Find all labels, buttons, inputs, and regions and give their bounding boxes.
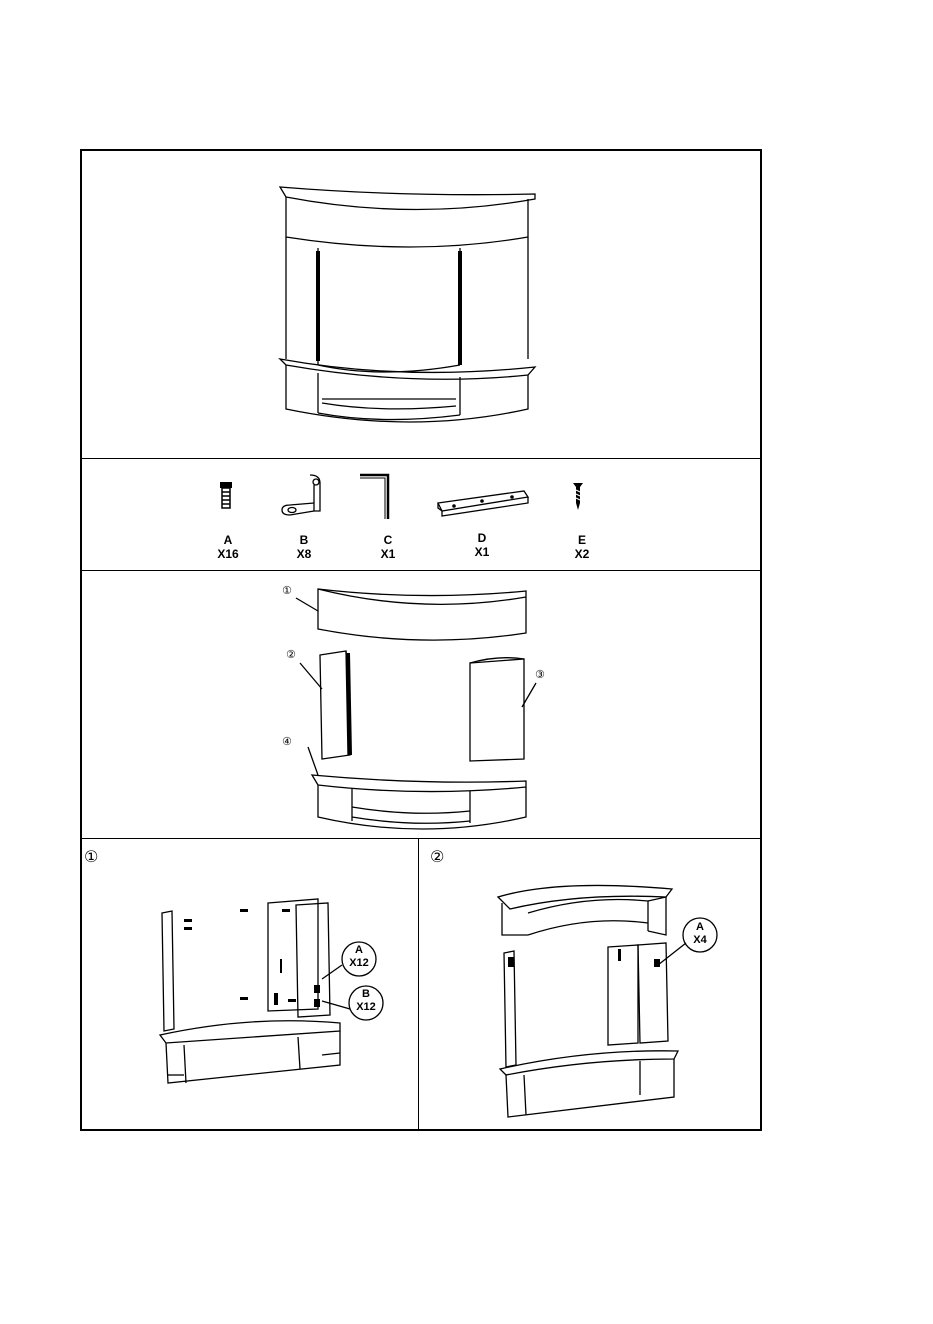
panel-callout-1: ① [282, 584, 292, 597]
l-bracket-icon [280, 473, 328, 519]
part-letter: A [198, 533, 258, 547]
assembly-steps: ① ② [82, 839, 760, 1131]
screw-icon [572, 481, 584, 511]
callout-quantity: X12 [346, 1001, 386, 1014]
panel-callout-2: ② [286, 648, 296, 661]
callout-letter: A [680, 921, 720, 934]
part-b-label: B X8 [274, 533, 334, 561]
part-letter: B [274, 533, 334, 547]
hardware-list: A X16 B X8 C X1 D X1 E X2 [82, 459, 760, 571]
panel-overview: ① ② ③ ④ [82, 571, 760, 839]
part-quantity: X2 [552, 547, 612, 561]
step-1-callout-b: B X12 [346, 988, 386, 1014]
part-c-label: C X1 [358, 533, 418, 561]
angle-bracket-icon [434, 489, 530, 517]
step-2-drawing [418, 839, 764, 1131]
step-1-callout-a: A X12 [339, 944, 379, 970]
part-letter: E [552, 533, 612, 547]
part-a-label: A X16 [198, 533, 258, 561]
part-quantity: X1 [358, 547, 418, 561]
step-2-callout-a: A X4 [680, 921, 720, 947]
instruction-sheet: A X16 B X8 C X1 D X1 E X2 [80, 149, 762, 1131]
exploded-panels-drawing [82, 571, 764, 839]
callout-quantity: X12 [339, 957, 379, 970]
part-letter: C [358, 533, 418, 547]
part-quantity: X16 [198, 547, 258, 561]
step-1-drawing [82, 839, 418, 1131]
part-quantity: X1 [452, 545, 512, 559]
callout-letter: B [346, 988, 386, 1001]
part-quantity: X8 [274, 547, 334, 561]
panel-callout-4: ④ [282, 735, 292, 748]
assembled-view [82, 151, 760, 459]
part-e-label: E X2 [552, 533, 612, 561]
callout-letter: A [339, 944, 379, 957]
part-letter: D [452, 531, 512, 545]
callout-quantity: X4 [680, 934, 720, 947]
allen-key-icon [358, 473, 394, 521]
bolt-icon [218, 481, 234, 509]
part-d-label: D X1 [452, 531, 512, 559]
assembled-fireplace-drawing [82, 151, 764, 459]
panel-callout-3: ③ [535, 668, 545, 681]
